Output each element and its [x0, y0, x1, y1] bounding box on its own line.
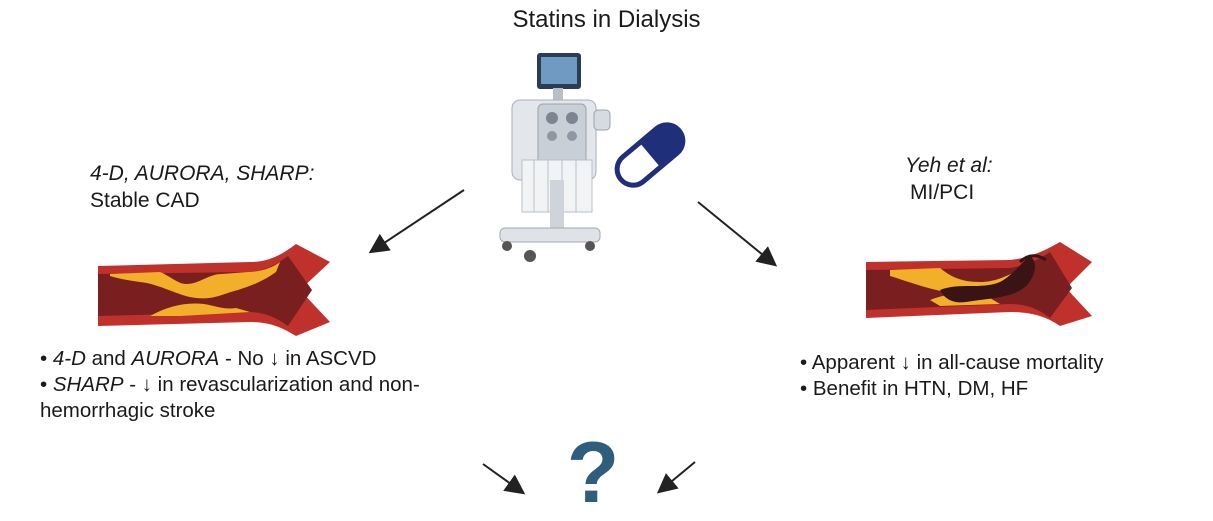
arrow-left-to-question	[482, 463, 526, 495]
left-bullet-2-continuation: hemorrhagic stroke	[40, 399, 216, 422]
left-findings: • 4-D and AURORA - No ↓ in ASCVD • SHARP…	[40, 346, 520, 424]
question-mark-icon: ?	[566, 425, 620, 521]
right-population-label: MI/PCI	[910, 181, 975, 204]
right-findings: • Apparent ↓ in all-cause mortality • Be…	[800, 350, 1200, 402]
right-studies-label: Yeh et al:	[905, 154, 993, 177]
stable-plaque-artery-icon	[98, 244, 330, 336]
statin-pill-icon	[614, 122, 686, 188]
right-bullet-1: • Apparent ↓ in all-cause mortality	[800, 351, 1104, 374]
arrow-to-mi-pci	[697, 201, 778, 267]
left-bullet-2: • SHARP - ↓ in revascularization and non…	[40, 373, 420, 396]
left-bullet-1: • 4-D and AURORA - No ↓ in ASCVD	[40, 347, 377, 370]
diagram-title: Statins in Dialysis	[512, 6, 701, 33]
dialysis-machine-icon	[499, 53, 611, 262]
ruptured-plaque-artery-icon	[866, 242, 1092, 326]
right-bullet-2: • Benefit in HTN, DM, HF	[800, 377, 1029, 400]
arrow-to-stable-cad	[368, 189, 465, 254]
arrow-right-to-question	[656, 461, 696, 494]
left-studies-label: 4-D, AURORA, SHARP:	[90, 162, 315, 185]
left-population-label: Stable CAD	[90, 189, 200, 212]
